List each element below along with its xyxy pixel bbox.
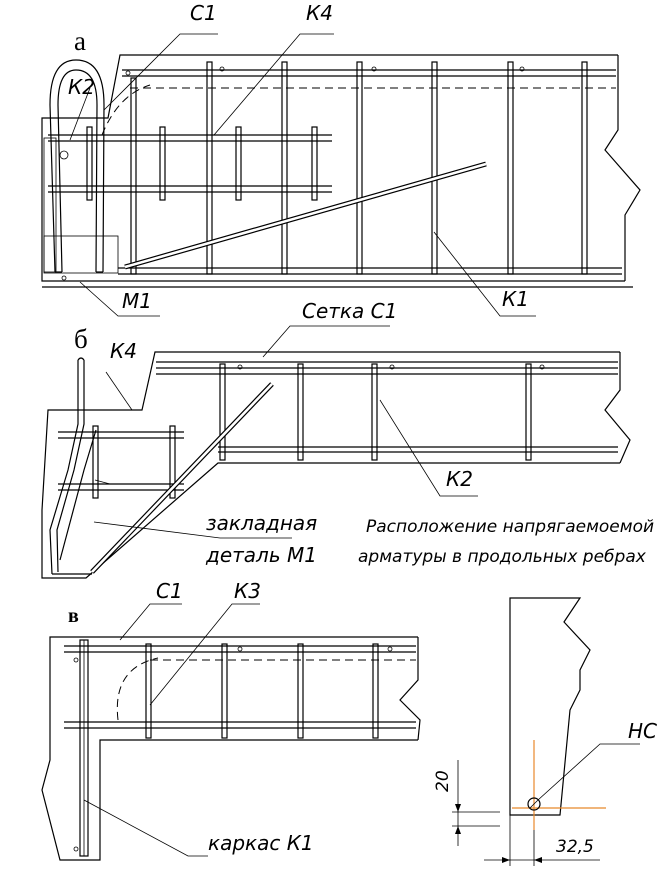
label-k1-a: К1 <box>502 287 529 311</box>
label-c1-v: С1 <box>156 579 183 603</box>
k1-stirrups <box>130 61 588 275</box>
k2-loop <box>49 59 105 273</box>
label-k2-a: К2 <box>68 75 95 99</box>
section-b-outline <box>41 351 620 579</box>
label-karkas-k1: каркас К1 <box>208 831 314 855</box>
dim-20: 20 <box>433 770 453 792</box>
dim-32-5: 32,5 <box>556 837 594 857</box>
caption-line-1: Расположение напрягаемоемой <box>366 517 654 537</box>
label-c1-a: С1 <box>190 1 217 25</box>
hc-bar-circle <box>527 797 541 811</box>
section-v: в С1 К3 каркас К1 <box>41 579 421 861</box>
section-a-letter: а <box>74 26 86 56</box>
section-v-outline <box>41 636 418 861</box>
section-a-outline <box>41 54 625 282</box>
section-a: а С1 К4 К2 М1 К1 <box>41 1 641 317</box>
label-k3-v: К3 <box>234 579 261 603</box>
label-k2-b: К2 <box>446 467 473 491</box>
label-zakladnaya: закладная <box>206 511 317 535</box>
label-k4-a: К4 <box>306 1 333 25</box>
label-setka-c1: Сетка С1 <box>302 299 397 323</box>
caption-line-2: арматуры в продольных ребрах <box>358 547 647 567</box>
label-m1-a: М1 <box>122 289 152 313</box>
label-detal-m1: деталь М1 <box>205 543 317 567</box>
section-a-break-line <box>604 55 641 281</box>
label-hc: НС <box>628 719 657 743</box>
label-k4-b: К4 <box>110 339 137 363</box>
rib-outline <box>509 597 591 816</box>
section-v-letter: в <box>68 605 79 627</box>
section-b-letter: б <box>74 324 88 354</box>
detail-section: НС 20 32,5 <box>433 597 657 866</box>
section-b: б К4 Сетка С1 К2 закладная деталь М1 <box>41 299 631 579</box>
